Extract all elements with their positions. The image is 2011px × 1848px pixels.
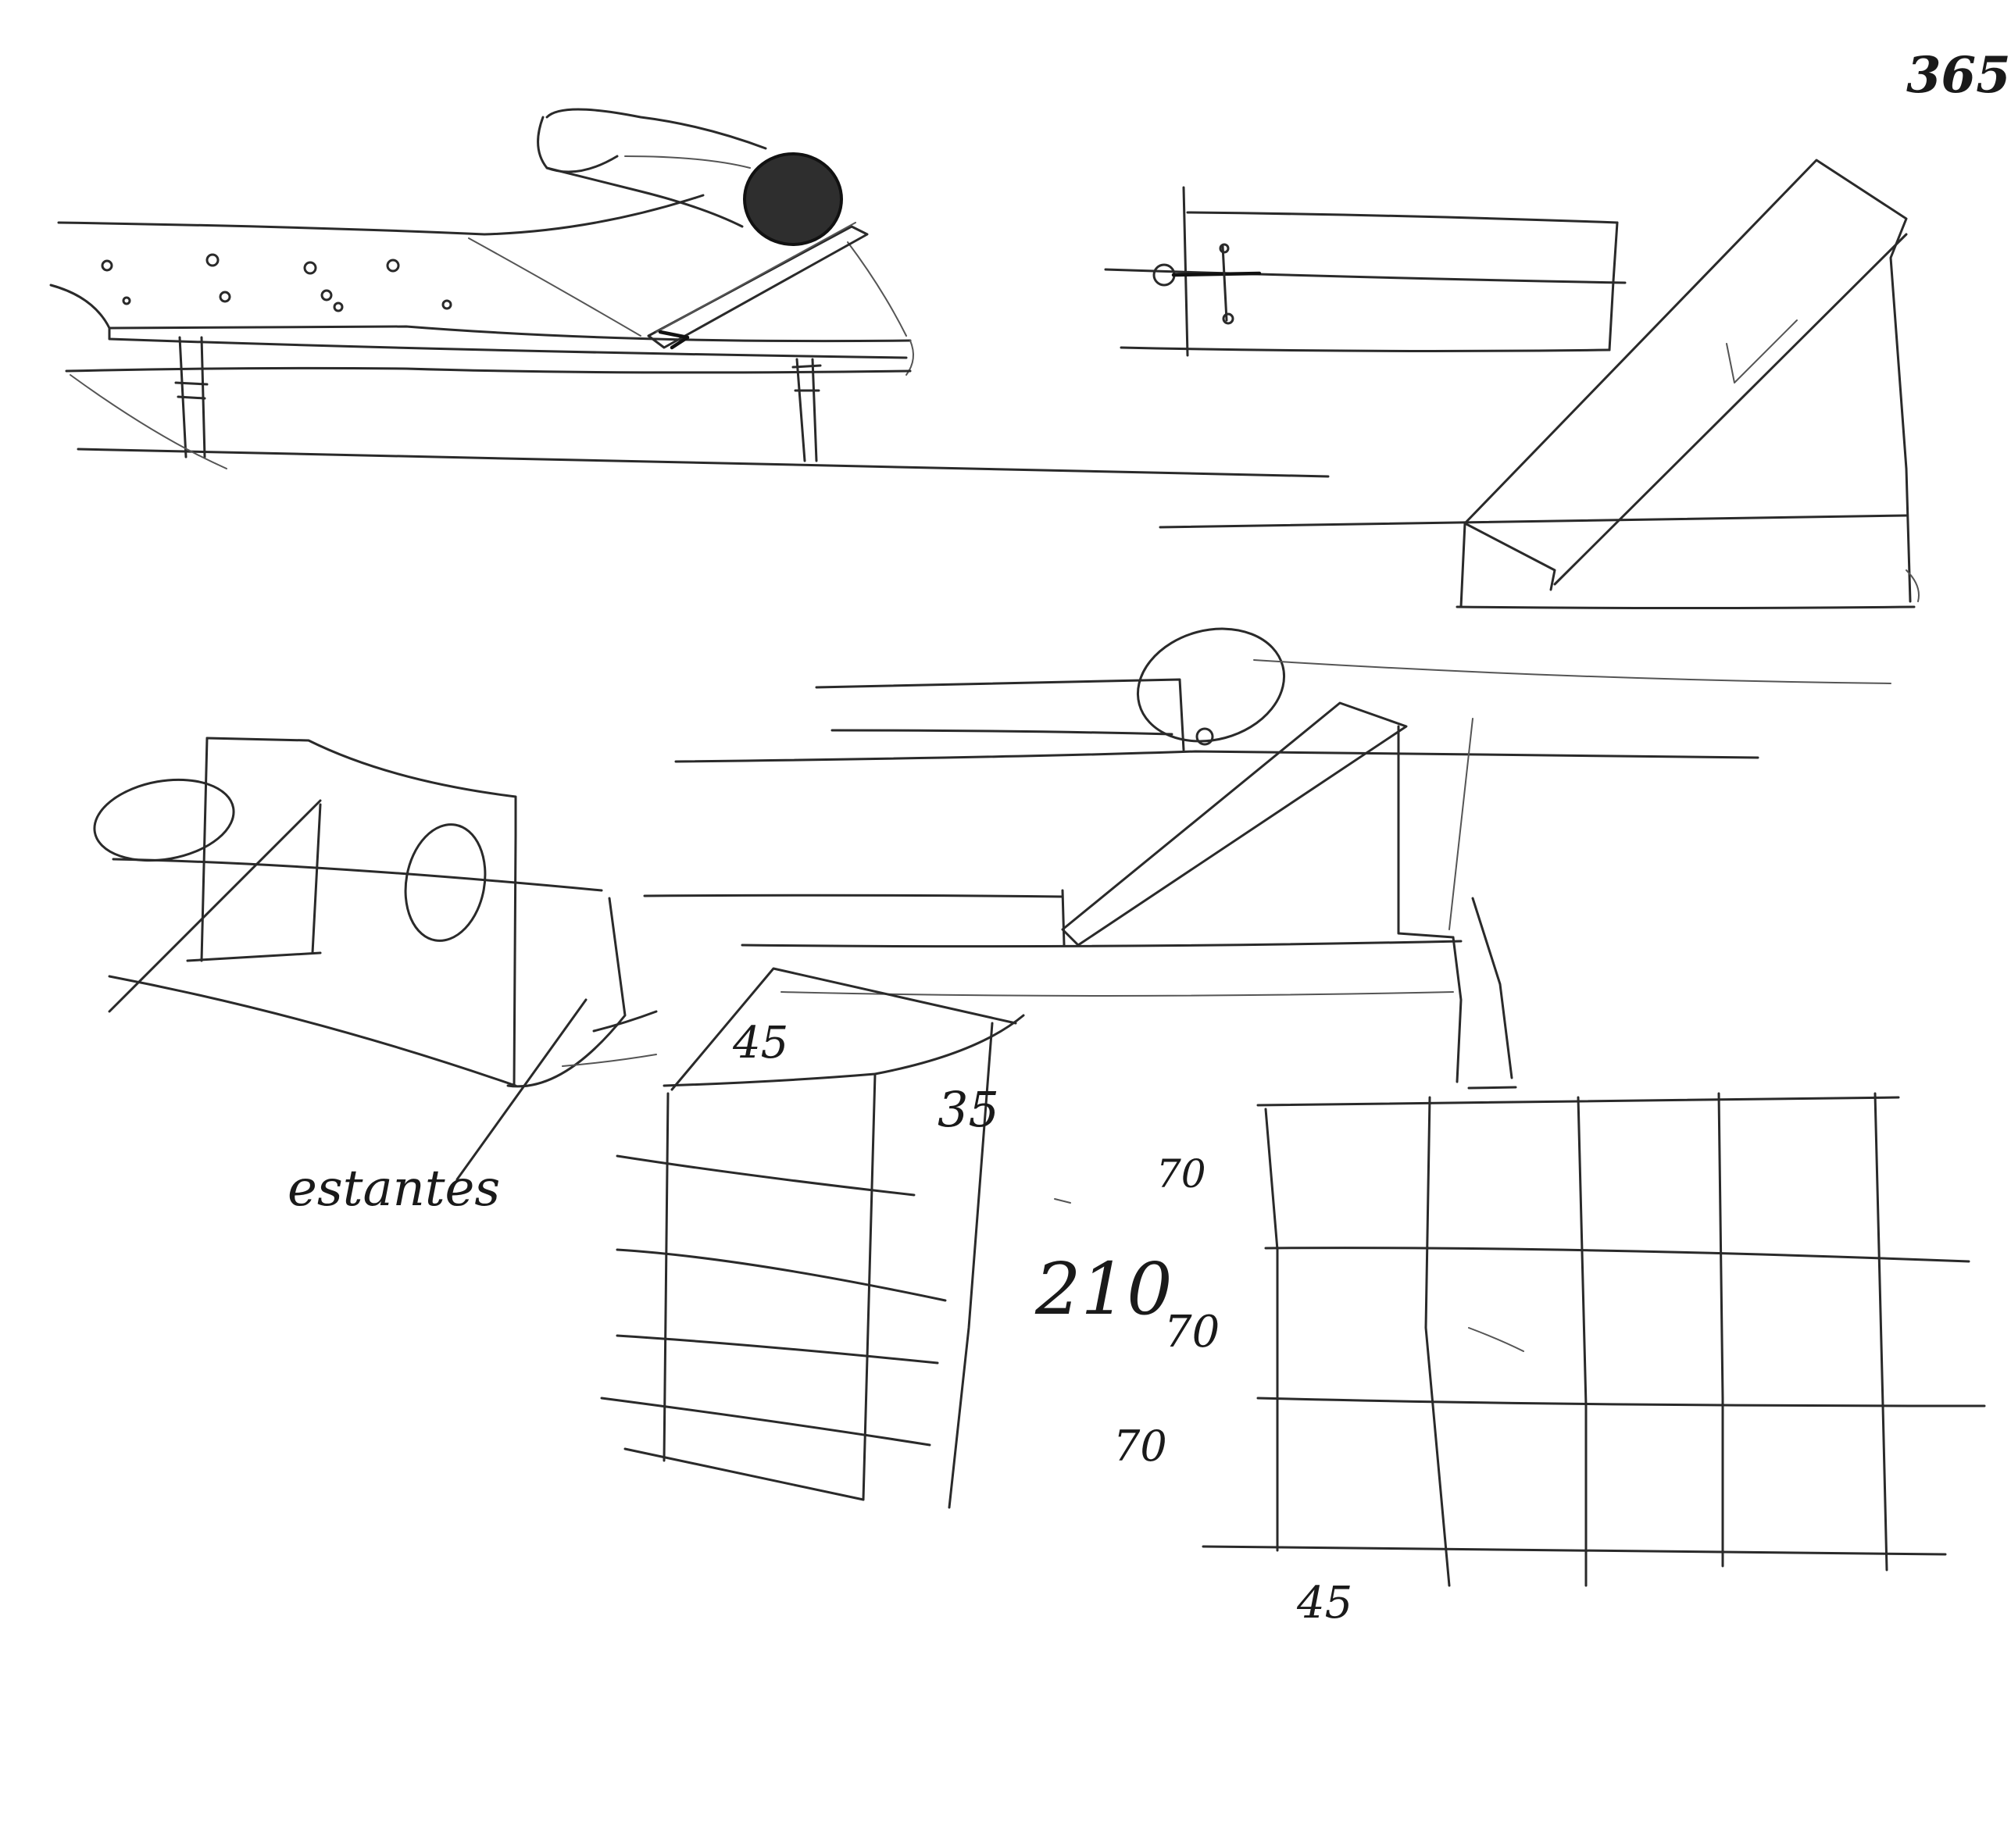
estantes-label: estantes	[288, 1160, 501, 1218]
dim-total: 210	[1035, 1247, 1173, 1331]
chaise-profile-sketch	[1159, 159, 1920, 609]
tube-box-sketch	[93, 737, 658, 1181]
dim-row-3: 70	[1113, 1422, 1167, 1471]
shelving-grid-sketch	[1202, 1092, 1986, 1587]
chair-arm-sketch	[643, 627, 1891, 1090]
dim-row-2: 70	[1164, 1307, 1220, 1357]
dim-row-1: 70	[1156, 1151, 1206, 1197]
elevation-sketch	[1104, 186, 1627, 357]
bench-sketch	[49, 108, 1330, 478]
dim-top-width: 45	[733, 1018, 789, 1068]
page-number: 365	[1906, 46, 2011, 105]
shelving-elevation-sketch	[600, 967, 1071, 1509]
dim-bottom-width: 45	[1297, 1578, 1353, 1629]
dim-top-depth: 35	[938, 1081, 999, 1138]
